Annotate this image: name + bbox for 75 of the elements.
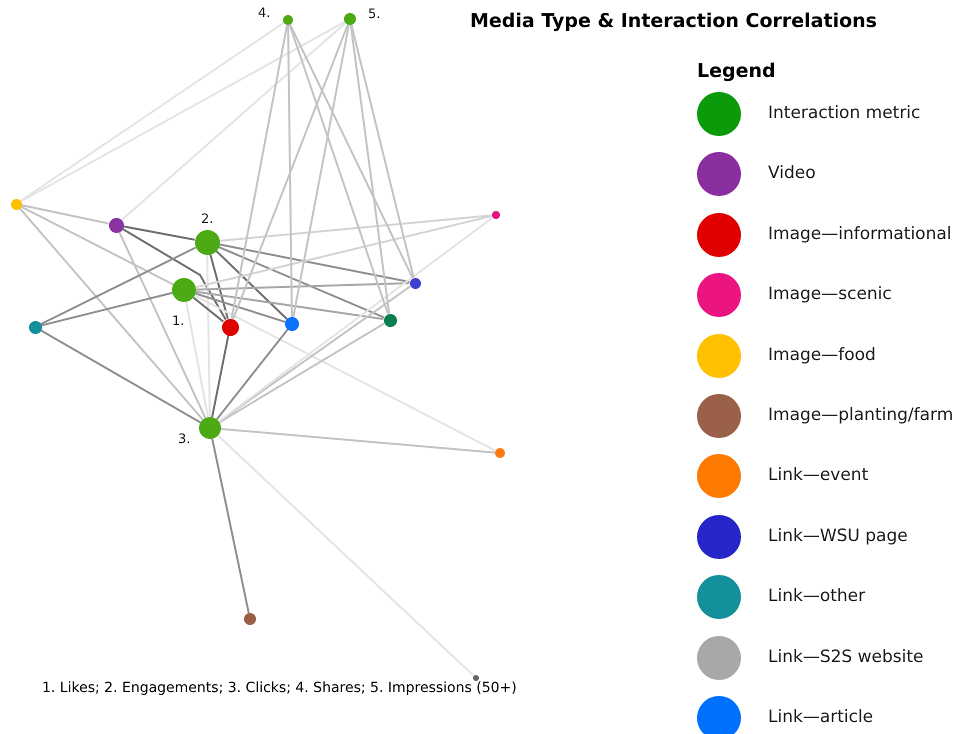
connector-line [18,208,204,420]
connector-line [40,329,201,424]
node-circle [244,613,256,625]
node-circle [199,417,221,439]
legend-label: Link—S2S website [768,646,924,667]
connector-line [192,296,224,322]
node-circle [28,320,42,334]
node-circle [283,15,293,25]
connector-line [219,243,410,283]
title: Media Type & Interaction Correlations [470,10,877,32]
connector-line [123,225,195,241]
connector-line [185,302,209,418]
connector-line [40,246,196,326]
node-circle [108,218,124,232]
connector-line [41,292,173,326]
node-circle [194,230,220,254]
connector-line [211,335,230,418]
node-circle [222,318,238,336]
node-number: 1. [172,314,184,329]
connector-line [230,24,288,319]
connector-line [217,434,474,677]
connector-line [218,322,385,424]
node-circle [492,211,500,219]
legend-label: Link—event [768,465,868,486]
connector-line [211,438,250,614]
connector-line [20,21,346,202]
connector-line [289,24,414,278]
node-circle [410,278,420,288]
connector-line [288,24,389,314]
connector-line [118,231,206,418]
node-circle [285,317,299,331]
legend-label: Image—planting/farm [768,405,954,425]
node-circle [384,314,396,326]
connector-line [220,428,496,454]
legend-label: Link—WSU page [768,526,908,546]
node-circle [172,278,196,302]
footnote: 1. Likes; 2. Engagements; 3. Clicks; 4. Shares; 5. Impressions (50+) [42,680,517,696]
node-number: 4. [258,6,270,21]
legend-label: Interaction metric [768,103,920,123]
legend-label: Image—informational [768,224,952,244]
node-circle [10,198,22,210]
connector-line [218,216,494,422]
connector-line [215,250,288,320]
connector-line [350,24,390,314]
node-number: 3. [178,432,190,447]
connector-line [20,206,174,286]
connector-line [232,24,349,320]
connector-line [219,214,492,242]
legend-label: Link—other [768,586,866,606]
legend-label: Image—food [768,344,876,365]
connector-line [196,282,410,291]
node-circle [495,448,505,458]
connector-line [195,292,286,323]
connector-line [292,24,350,318]
node-circle [344,13,356,25]
connector-line [218,246,384,318]
connector-line [209,254,229,320]
connector-line [206,254,211,418]
legend-label: Image—scenic [768,284,892,304]
node-number: 2. [201,212,214,227]
connector-line [287,24,293,318]
node-number: 5. [368,7,380,22]
legend-label: Link—article [768,707,874,727]
connector-line [216,328,288,420]
connector-line [120,22,346,221]
legend-heading: Legend [697,60,776,82]
node-circle [473,675,479,681]
connector-line [194,294,496,452]
connector-line [21,204,109,224]
connector-line [122,228,227,320]
connector-line [20,22,284,202]
legend-label: Video [768,163,816,184]
connector-line [350,24,415,278]
connector-line [195,214,492,288]
connector-line [196,290,384,320]
